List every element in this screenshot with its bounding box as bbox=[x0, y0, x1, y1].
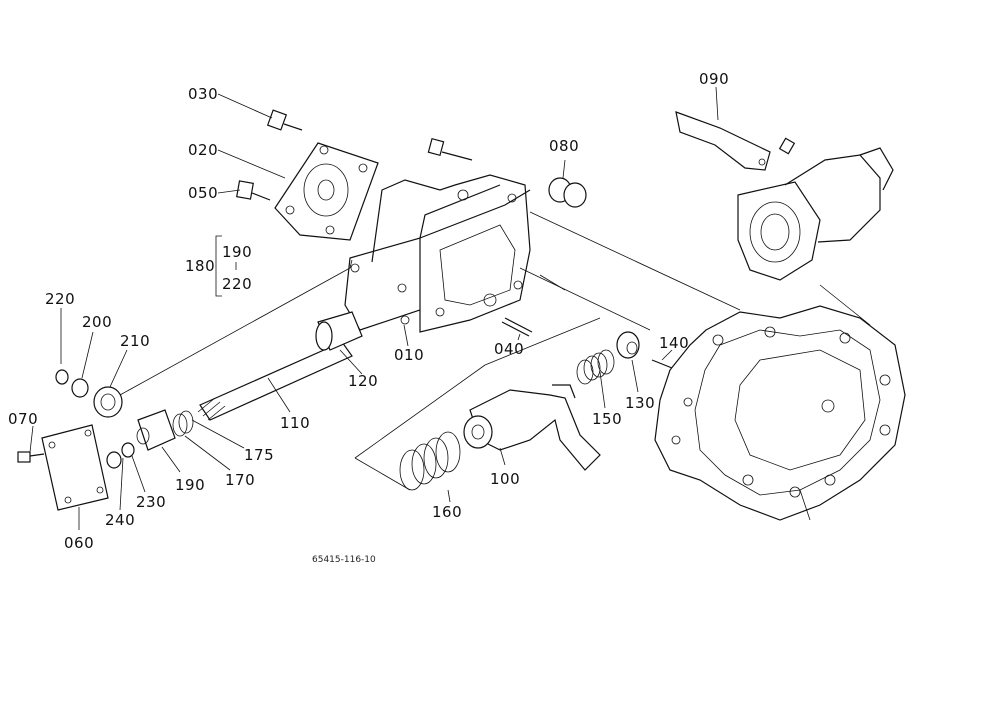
pin-140 bbox=[651, 359, 673, 369]
label-050: 050 bbox=[188, 184, 218, 202]
nut-240 bbox=[106, 451, 122, 469]
label-160: 160 bbox=[432, 503, 462, 521]
label-080: 080 bbox=[549, 137, 579, 155]
center-lines bbox=[119, 211, 871, 491]
leader-lines bbox=[29, 86, 719, 530]
label-170: 170 bbox=[225, 471, 255, 489]
label-130: 130 bbox=[625, 394, 655, 412]
label-180-member-190: 190 bbox=[222, 243, 252, 261]
label-030: 030 bbox=[188, 85, 218, 103]
collar-080 bbox=[548, 177, 587, 208]
label-150: 150 bbox=[592, 410, 622, 428]
label-140: 140 bbox=[659, 334, 689, 352]
bolt-070 bbox=[17, 451, 45, 463]
label-040: 040 bbox=[494, 340, 524, 358]
label-190: 190 bbox=[175, 476, 205, 494]
cover-plate-060 bbox=[41, 424, 109, 511]
pin-040 bbox=[501, 317, 533, 337]
label-175: 175 bbox=[244, 446, 274, 464]
shaft-110 bbox=[197, 341, 353, 421]
label-060: 060 bbox=[64, 534, 94, 552]
gearbox-housing bbox=[654, 305, 906, 521]
label-010: 010 bbox=[394, 346, 424, 364]
bearing-210 bbox=[93, 386, 123, 418]
joint-190 bbox=[136, 409, 176, 451]
label-120: 120 bbox=[348, 372, 378, 390]
solenoid-assembly bbox=[737, 147, 894, 281]
fork-100 bbox=[463, 384, 601, 471]
assembly-180-bracket bbox=[215, 235, 237, 297]
label-180: 180 bbox=[185, 257, 215, 275]
main-case-010 bbox=[344, 174, 531, 333]
label-210: 210 bbox=[120, 332, 150, 350]
label-110: 110 bbox=[280, 414, 310, 432]
label-230: 230 bbox=[136, 493, 166, 511]
collar-130 bbox=[616, 331, 640, 359]
label-020: 020 bbox=[188, 141, 218, 159]
label-220: 220 bbox=[45, 290, 75, 308]
lever-090 bbox=[675, 111, 796, 171]
collar-200 bbox=[71, 378, 89, 398]
cover-020 bbox=[274, 142, 379, 241]
label-100: 100 bbox=[490, 470, 520, 488]
washer-220 bbox=[55, 369, 69, 385]
label-240: 240 bbox=[105, 511, 135, 529]
label-200: 200 bbox=[82, 313, 112, 331]
part-labels: 030 020 050 180 190 220 220 200 210 070 … bbox=[8, 70, 729, 552]
spring-160 bbox=[399, 431, 461, 491]
spring-150 bbox=[576, 349, 615, 385]
label-090: 090 bbox=[699, 70, 729, 88]
ring-170 bbox=[172, 410, 194, 437]
drawing-id: 65415-116-10 bbox=[312, 555, 376, 565]
seal-230 bbox=[121, 442, 135, 458]
bolt-030 bbox=[266, 109, 303, 131]
label-180-member-220: 220 bbox=[222, 275, 252, 293]
label-070: 070 bbox=[8, 410, 38, 428]
bush-120 bbox=[315, 311, 363, 351]
bolt-upper bbox=[427, 137, 473, 161]
bolt-050 bbox=[236, 180, 271, 201]
